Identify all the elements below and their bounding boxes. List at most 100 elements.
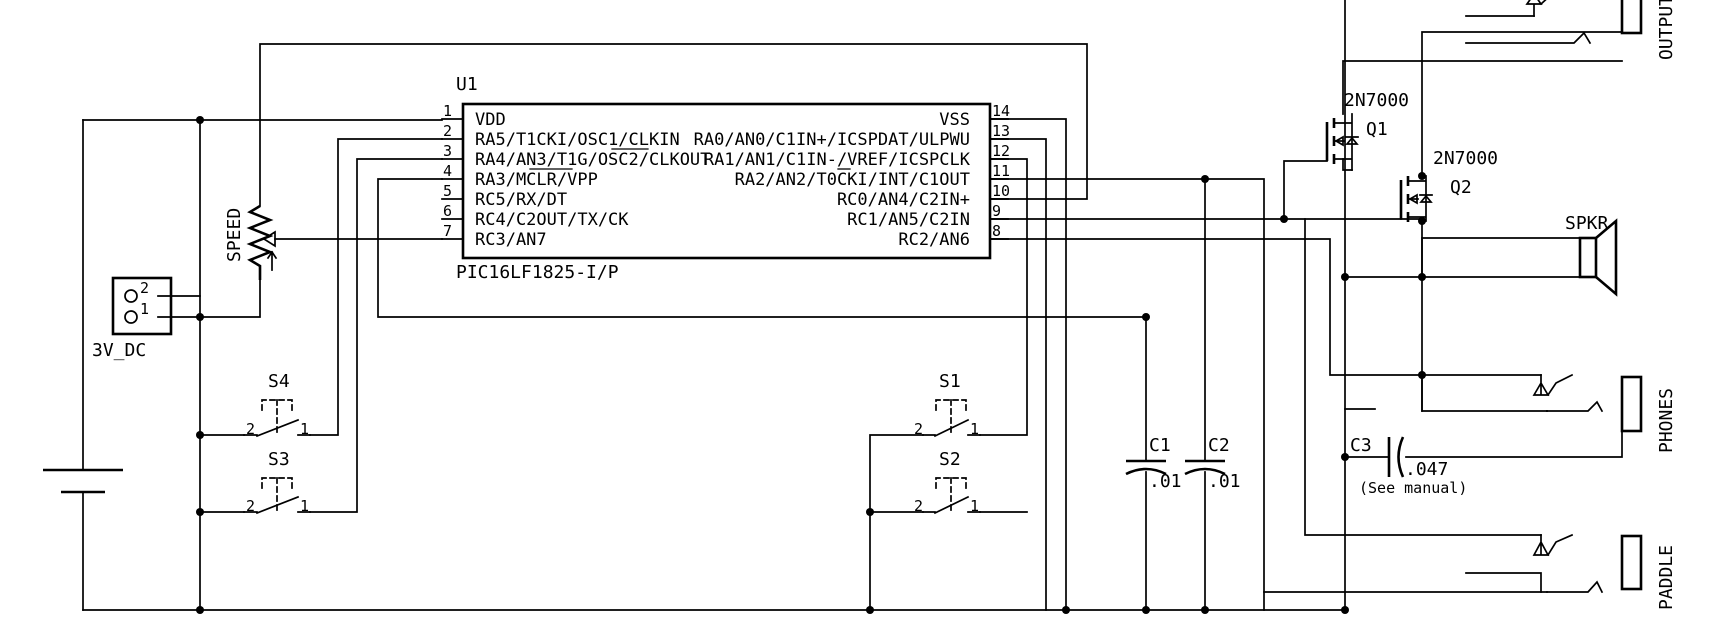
u1-pin-number: 12 — [992, 142, 1010, 160]
u1-pin-number: 11 — [992, 162, 1010, 180]
q1-part: 2N7000 — [1344, 90, 1409, 111]
battery — [43, 468, 123, 494]
c1-ref: C1 — [1149, 435, 1171, 456]
u1-pin-number: 14 — [992, 102, 1010, 120]
u1-pin-name: RA4/AN3/T1G/OSC2/CLKOUT — [475, 150, 710, 170]
jack-pin1-wire — [157, 279, 261, 318]
s3-ref: S3 — [268, 449, 290, 470]
u1-pin-name: RC2/AN6 — [898, 230, 970, 250]
q1-gate-wire — [1283, 160, 1328, 220]
switch-s3: S3 2 1 — [243, 449, 311, 515]
u1-pin-name: VDD — [475, 110, 506, 130]
s1-pin2: 2 — [914, 420, 923, 438]
s3-pin2: 2 — [246, 497, 255, 515]
junction-dot — [196, 431, 204, 439]
s3-pin1: 1 — [300, 497, 309, 515]
u1-ref: U1 — [456, 74, 478, 95]
jack-phones: PHONES — [1532, 373, 1677, 453]
u1-pin-name: RA0/AN0/C1IN+/ICSPDAT/ULPWU — [694, 130, 970, 150]
junction-dot — [1341, 453, 1349, 461]
u1-pin-number: 3 — [443, 142, 452, 160]
speaker: SPKR — [1565, 213, 1618, 297]
c3-value: .047 — [1405, 459, 1448, 480]
c3-note: (See manual) — [1359, 479, 1467, 497]
s1-ref: S1 — [939, 371, 961, 392]
speaker-ref: SPKR — [1565, 213, 1609, 234]
u1-pin-name: RC0/AN4/C2IN+ — [837, 190, 970, 210]
pin11-wire — [989, 178, 1265, 611]
q2-arrow — [1408, 193, 1418, 205]
c1-value: .01 — [1149, 471, 1182, 492]
u1-pin-number: 5 — [443, 182, 452, 200]
power-jack-pin1 — [124, 310, 138, 324]
switch-s1: S1 2 1 — [914, 371, 981, 438]
c3-ref: C3 — [1350, 435, 1372, 456]
u1-chip: U1 PIC16LF1825-I/P 1 2 3 4 5 6 7 VDD RA5… — [441, 74, 1010, 283]
junction-dot — [1341, 273, 1349, 281]
phones-label: PHONES — [1656, 388, 1677, 453]
q1-drain-wire — [1342, 60, 1623, 115]
s4-blade — [255, 418, 300, 438]
wires — [82, 0, 1623, 611]
u1-pin-name: RA5/T1CKI/OSC1/CLKIN — [475, 130, 680, 150]
q1-source-wire — [1342, 158, 1353, 171]
junction-dot — [196, 116, 204, 124]
u1-right-pin-stubs — [989, 118, 1009, 240]
u1-pin-name: RA3/MCLR/VPP — [475, 170, 598, 190]
junction-dot — [1142, 606, 1150, 614]
power-jack-pin2-label: 2 — [140, 279, 149, 297]
output-label: OUTPUT — [1656, 0, 1677, 60]
paddle-body — [1620, 534, 1643, 591]
junction-dot — [1418, 217, 1426, 225]
s4-pin2: 2 — [246, 420, 255, 438]
junction-dot — [866, 606, 874, 614]
output-sleeve — [1465, 31, 1592, 45]
q1-body — [1333, 113, 1353, 171]
s3-blade — [255, 495, 300, 515]
pin4-wire — [377, 178, 1147, 318]
s4-ref: S4 — [268, 371, 290, 392]
junction-dot — [1341, 606, 1349, 614]
junction-dot — [1201, 175, 1209, 183]
junction-dot — [866, 508, 874, 516]
paddle-sleeve — [1465, 572, 1604, 594]
s2-pin1: 1 — [970, 497, 979, 515]
s1-blade — [933, 418, 970, 438]
q1-ref: Q1 — [1366, 119, 1388, 140]
s2-ref: S2 — [939, 449, 961, 470]
transistor-q2: 2N7000 Q2 — [1399, 148, 1498, 222]
q2-part: 2N7000 — [1433, 148, 1498, 169]
c2-value: .01 — [1208, 471, 1241, 492]
u1-pin-number: 8 — [992, 222, 1001, 240]
pot-resistor-zigzag — [246, 204, 274, 280]
junction-dot — [1418, 273, 1426, 281]
junction-dot — [1418, 172, 1426, 180]
switch-s2: S2 2 1 — [914, 449, 981, 515]
u1-pin-number: 4 — [443, 162, 452, 180]
junction-dot — [1201, 606, 1209, 614]
s1-s2-ground-bus — [869, 434, 924, 611]
junction-dot — [1142, 313, 1150, 321]
junction-dot — [196, 606, 204, 614]
c2-plate-bottom — [1184, 467, 1226, 476]
u1-pin-name: VSS — [939, 110, 970, 130]
capacitor-c2: C2 .01 — [1184, 435, 1241, 492]
pin8-wire — [989, 238, 1423, 376]
u1-pin-number: 13 — [992, 122, 1010, 140]
junction-dot — [1062, 606, 1070, 614]
speed-potentiometer: SPEED — [224, 204, 278, 280]
q2-body — [1407, 175, 1427, 222]
u1-pin-number: 1 — [443, 102, 452, 120]
s4-pin1: 1 — [300, 420, 309, 438]
pot-top-wire — [259, 43, 1088, 207]
output-body — [1620, 0, 1643, 35]
paddle-tip-wire — [1304, 218, 1542, 536]
q2-ref: Q2 — [1450, 177, 1472, 198]
switch-s4: S4 2 1 — [243, 371, 311, 438]
q2-diode — [1419, 194, 1433, 203]
u1-body — [461, 102, 992, 260]
power-jack-pin2 — [124, 289, 138, 303]
power-jack: 2 1 3V_DC — [92, 276, 173, 361]
u1-pin-number: 7 — [443, 222, 452, 240]
